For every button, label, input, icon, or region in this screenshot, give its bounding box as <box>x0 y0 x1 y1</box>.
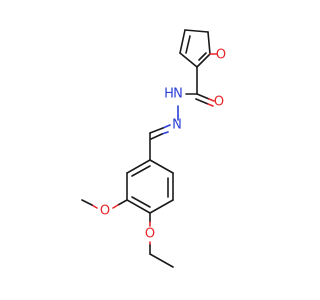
bond <box>195 98 209 105</box>
hydrazone-linkage <box>149 105 179 161</box>
structure-diagram: O O H N N O O <box>81 29 226 268</box>
bond <box>112 204 119 209</box>
bond <box>208 98 215 102</box>
bond <box>126 159 151 174</box>
benzene-ring <box>126 159 174 214</box>
bond <box>196 53 211 68</box>
ethoxy-group <box>149 212 174 268</box>
bond <box>91 204 98 209</box>
carbonyl-oxygen-label: O <box>214 95 224 110</box>
amide-nitrogen-label: N <box>173 87 183 102</box>
bond <box>161 131 169 135</box>
furan-ring <box>179 29 218 68</box>
bond <box>162 124 171 129</box>
bond <box>179 52 198 68</box>
bond <box>131 196 151 208</box>
ethoxy-oxygen-label: O <box>145 227 155 242</box>
bond <box>81 199 93 206</box>
bond <box>185 35 191 54</box>
bond <box>179 29 186 54</box>
atom-labels: O O H N N O O <box>100 48 226 242</box>
amide-hydrogen-label: H <box>164 87 174 102</box>
bond <box>184 29 209 33</box>
bond <box>150 133 163 140</box>
bond <box>149 199 174 214</box>
bond <box>149 253 174 268</box>
bond <box>149 127 164 134</box>
bond <box>131 165 151 177</box>
bond <box>198 52 207 61</box>
furan-oxygen-label: O <box>216 48 226 63</box>
bond <box>126 199 151 214</box>
bond <box>117 199 128 206</box>
bond <box>207 31 211 55</box>
carbonyl-group <box>185 66 215 107</box>
imine-nitrogen-label: N <box>172 118 182 133</box>
methoxy-oxygen-label: O <box>100 204 110 219</box>
bond <box>196 93 210 100</box>
bond <box>149 159 174 174</box>
methoxy-group <box>81 199 128 209</box>
bond <box>207 103 214 107</box>
